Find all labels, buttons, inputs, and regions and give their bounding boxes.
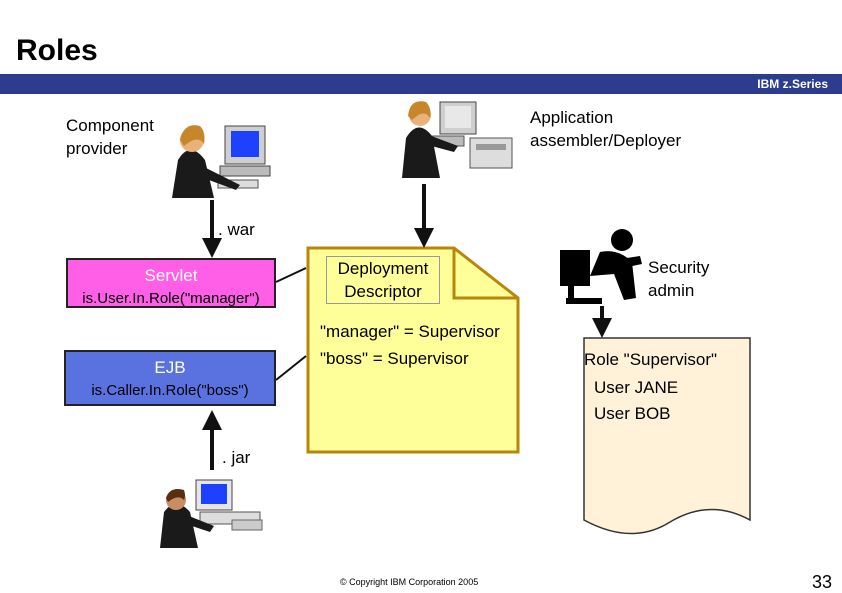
assembler-icon (402, 101, 513, 178)
component-provider-icon (172, 125, 271, 198)
servlet-box: Servlet is.User.In.Role("manager") (66, 258, 276, 308)
war-label: . war (218, 220, 255, 239)
role-line-1: Role "Supervisor" (584, 350, 718, 369)
role-line-3: User BOB (594, 404, 671, 423)
connector-ejb (275, 355, 307, 381)
copyright: © Copyright IBM Corporation 2005 (340, 577, 479, 587)
role-line-2: User JANE (594, 378, 679, 397)
page-title: Roles (16, 34, 98, 67)
role-document (583, 337, 751, 535)
ejb-box: EJB is.Caller.In.Role("boss") (64, 350, 276, 406)
connector-servlet (275, 267, 307, 283)
descriptor-title: Deployment Descriptor (326, 256, 440, 304)
brand-label: IBM z.Series (757, 77, 828, 91)
security-admin-label: Security admin (648, 258, 710, 300)
page-number: 33 (812, 572, 833, 592)
assembler-label: Application assembler/Deployer (530, 108, 682, 150)
descriptor-line-1: "manager" = Supervisor (320, 322, 500, 341)
servlet-call: is.User.In.Role("manager") (82, 290, 260, 307)
header-band (0, 74, 842, 94)
ejb-call: is.Caller.In.Role("boss") (91, 382, 249, 399)
security-admin-icon (560, 229, 642, 304)
descriptor-line-2: "boss" = Supervisor (320, 349, 469, 368)
component-provider-label: Component provider (66, 116, 154, 158)
ejb-title: EJB (154, 358, 186, 377)
jar-label: . jar (222, 448, 251, 467)
servlet-title: Servlet (144, 266, 198, 285)
ejb-developer-icon (160, 479, 263, 548)
